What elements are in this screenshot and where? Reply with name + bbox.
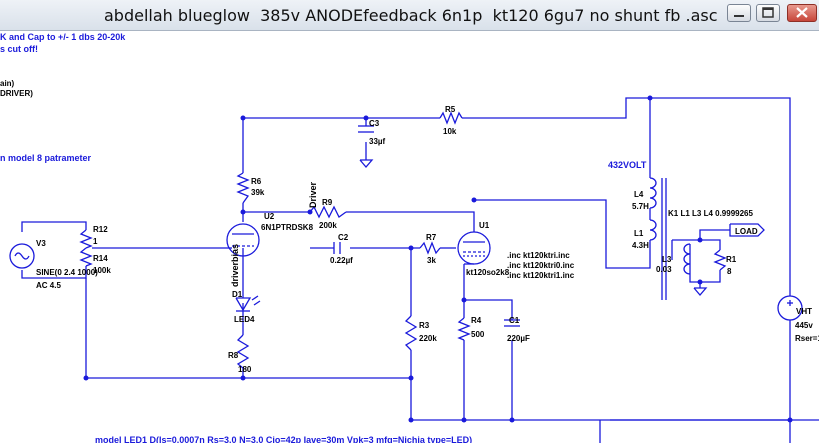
u1-name: U1: [479, 221, 490, 230]
r8-name: R8: [228, 351, 239, 360]
title-bar: abdellah blueglow 385v ANODEfeedback 6n1…: [0, 0, 819, 31]
u1-value: kt120so2k8: [466, 268, 510, 277]
maximize-icon: [762, 7, 774, 18]
d1-name: D1: [232, 290, 243, 299]
r5-name: R5: [445, 105, 456, 114]
r3-value: 220k: [419, 334, 437, 343]
maximize-button[interactable]: [756, 4, 780, 22]
vht-value: 445v: [795, 321, 813, 330]
comment-line2: s cut off!: [0, 44, 38, 54]
coupling-directive: K1 L1 L3 L4 0.9999265: [668, 209, 753, 218]
schematic[interactable]: K and Cap to +/- 1 dbs 20-20k s cut off!…: [0, 30, 819, 443]
r14-name: R14: [93, 254, 108, 263]
comment-line1: K and Cap to +/- 1 dbs 20-20k: [0, 32, 126, 42]
l3-value: 0.03: [656, 265, 672, 274]
d1-value: LED4: [234, 315, 255, 324]
comment-line4: DRIVER): [0, 89, 33, 98]
close-button[interactable]: [787, 4, 817, 22]
r14-value: 100k: [93, 266, 111, 275]
r3-name: R3: [419, 321, 430, 330]
r1-name: R1: [726, 255, 737, 264]
r8-value: 180: [238, 365, 252, 374]
c2-name: C2: [338, 233, 349, 242]
r7-name: R7: [426, 233, 437, 242]
load-label: LOAD: [735, 227, 758, 236]
r6-value: 39k: [251, 188, 265, 197]
minimize-button[interactable]: [727, 4, 751, 22]
comment-line5: n model 8 patrameter: [0, 153, 92, 163]
r4-name: R4: [471, 316, 482, 325]
inc-line2: .inc kt120ktri0.inc: [507, 261, 575, 270]
u2-name: U2: [264, 212, 275, 221]
inc-line1: .inc kt120ktri.inc: [507, 251, 570, 260]
comment-bottom: model LED1 D(Is=0.0007n Rs=3.0 N=3.0 Cjo…: [95, 435, 472, 443]
r9-value: 200k: [319, 221, 337, 230]
close-icon: [796, 7, 808, 18]
r9-name: R9: [322, 198, 333, 207]
c3-name: C3: [369, 119, 380, 128]
v3-name: V3: [36, 239, 46, 248]
vht-rser: Rser=1: [795, 334, 819, 343]
v3-ac: AC 4.5: [36, 281, 61, 290]
l4-name: L4: [634, 190, 644, 199]
l3-name: L3: [662, 255, 672, 264]
window-title: abdellah blueglow 385v ANODEfeedback 6n1…: [104, 6, 718, 25]
voltage-note: 432VOLT: [608, 160, 647, 170]
r12-value: 1: [93, 237, 98, 246]
c1-value: 220µF: [507, 334, 530, 343]
r7-value: 3k: [427, 256, 436, 265]
l1-value: 4.3H: [632, 241, 649, 250]
c2-value: 0.22µf: [330, 256, 353, 265]
inc-line3: .inc kt120ktri1.inc: [507, 271, 575, 280]
driverbias-net-label: driverbias: [230, 244, 240, 287]
l4-value: 5.7H: [632, 202, 649, 211]
comment-line3: ain): [0, 79, 15, 88]
c3-value: 33µf: [369, 137, 386, 146]
r6-name: R6: [251, 177, 262, 186]
schematic-canvas[interactable]: K and Cap to +/- 1 dbs 20-20k s cut off!…: [0, 30, 819, 443]
vht-name: VHT: [796, 307, 812, 316]
r5-value: 10k: [443, 127, 457, 136]
l1-name: L1: [634, 229, 644, 238]
minimize-icon: [734, 15, 744, 17]
r4-value: 500: [471, 330, 485, 339]
r12-name: R12: [93, 225, 108, 234]
v3-value: SINE(0 2.4 1000): [36, 268, 98, 277]
driver-net-label: Driver: [308, 181, 318, 208]
u2-value: 6N1PTRDSK8: [261, 223, 314, 232]
c1-name: C1: [509, 316, 520, 325]
r1-value: 8: [727, 267, 732, 276]
